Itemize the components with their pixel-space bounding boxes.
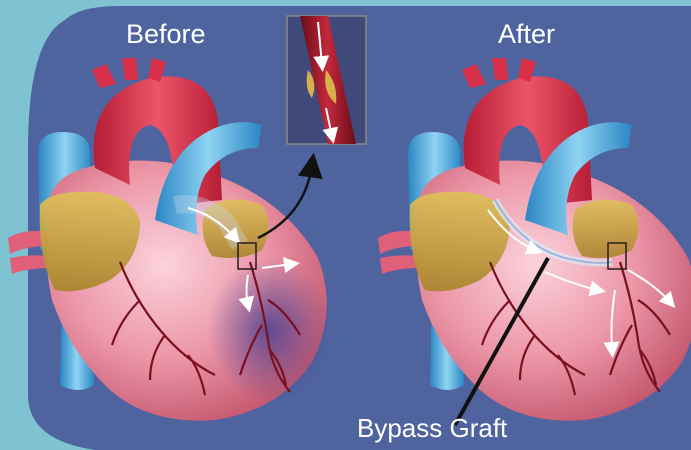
ischemic-area xyxy=(208,258,332,402)
bypass-graft-label: Bypass Graft xyxy=(357,413,507,443)
blockage-inset xyxy=(287,16,366,144)
after-label: After xyxy=(498,19,555,49)
before-label: Before xyxy=(126,19,206,49)
